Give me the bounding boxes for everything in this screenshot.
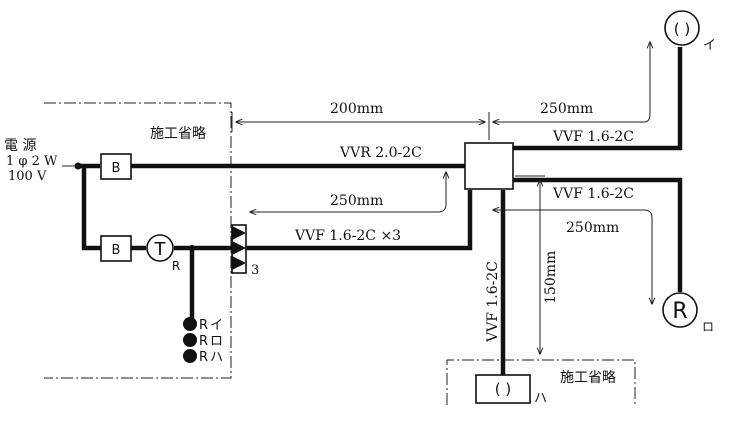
cable-main-label: VVR 2.0-2C — [339, 145, 422, 161]
lamp-i-symbol: ( ) — [674, 20, 690, 38]
transformer-sub-label: R — [172, 259, 180, 273]
relay-ro-tag: ロ — [210, 334, 223, 349]
lamp-i-tag: イ — [703, 38, 716, 53]
lamp-ha-tag: ハ — [534, 391, 547, 406]
wire-source-to-breakers — [78, 163, 102, 251]
omitted-region-left — [44, 102, 232, 379]
source-phase: 1 φ 2 W — [6, 154, 58, 169]
dimension-150: 150mm — [515, 175, 559, 354]
lamp-i — [664, 10, 700, 46]
transformer-label: T — [154, 239, 167, 260]
dim-200-label: 200mm — [330, 101, 383, 117]
dim-250-top-label: 250mm — [540, 101, 593, 117]
lamp-ha — [475, 374, 531, 404]
relay-ha-r: R — [199, 350, 208, 365]
relay-group: R イ R ロ R ハ — [183, 317, 223, 365]
wire-switch-run — [246, 190, 473, 251]
wire-to-lamp-ro — [513, 177, 683, 292]
relay-i-r: R — [199, 318, 208, 333]
cable-to-i-label: VVF 1.6-2C — [552, 129, 634, 145]
relay-junction — [189, 245, 195, 251]
switch-triangles — [232, 226, 246, 270]
relay-ha-tag: ハ — [210, 350, 223, 365]
dim-250-right-label: 250mm — [566, 220, 619, 236]
relay-dot-i — [183, 317, 197, 331]
breaker-2 — [100, 235, 132, 262]
transformer-symbol — [146, 234, 174, 262]
junction-box — [464, 142, 514, 190]
omitted-region-bottom — [446, 359, 636, 405]
dim-150-label: 150mm — [543, 251, 559, 304]
lamp-ro — [662, 292, 698, 328]
cable-switch-run-label: VVF 1.6-2C ×3 — [294, 228, 401, 244]
switch-count: 3 — [251, 263, 259, 278]
dimension-200: 200mm — [231, 101, 490, 140]
dim-250-switch-label: 250mm — [330, 193, 383, 209]
breaker-1-label: B — [112, 161, 121, 176]
lamp-ro-tag: ロ — [702, 320, 714, 334]
relay-dot-ro — [183, 333, 197, 347]
dimension-250-switch: 250mm — [250, 172, 446, 212]
source-label: 電 源 — [4, 138, 36, 154]
wire-to-lamp-i — [513, 47, 683, 151]
lamp-ha-symbol: ( ) — [495, 380, 511, 398]
dimension-250-top: 250mm — [493, 42, 650, 122]
lamp-ro-symbol: R — [672, 299, 687, 324]
cable-to-ro-label: VVF 1.6-2C — [552, 186, 634, 202]
relay-dot-ha — [183, 349, 197, 363]
relay-ro-r: R — [199, 334, 208, 349]
relay-i-tag: イ — [210, 318, 223, 333]
dimension-250-right: 250mm — [493, 210, 652, 304]
breaker-1 — [100, 153, 132, 180]
omitted-label-left: 施工省略 — [150, 126, 206, 142]
source-voltage: 100 V — [8, 169, 47, 184]
cable-to-ha-label: VVF 1.6-2C — [485, 261, 501, 343]
breaker-2-label: B — [112, 243, 121, 258]
omitted-label-bottom: 施工省略 — [560, 370, 616, 386]
